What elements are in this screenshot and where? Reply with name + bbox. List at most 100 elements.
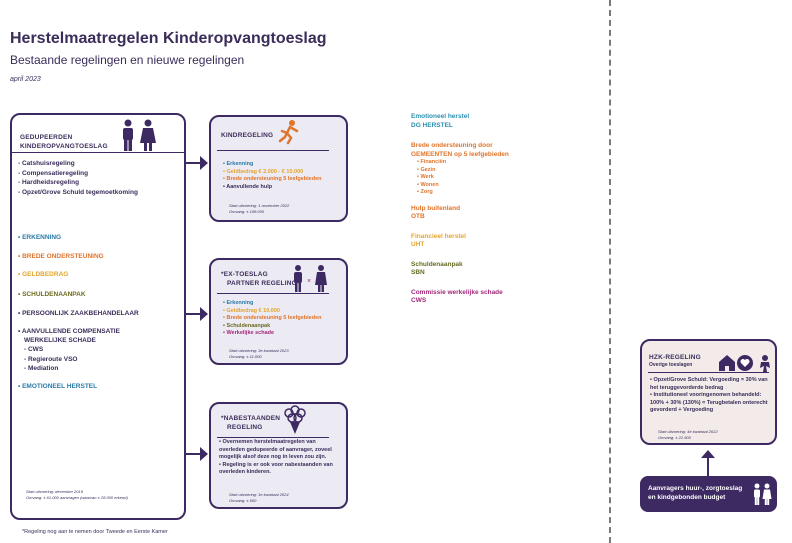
hzk-divider bbox=[648, 372, 769, 373]
category-schuld-label: SCHULDENAANPAK bbox=[22, 291, 86, 298]
kindregeling-title: KINDREGELING bbox=[221, 132, 274, 139]
list-item: Brede ondersteuning 5 leefgebieden bbox=[223, 315, 321, 323]
ex-toeslag-list: Erkenning Geldbedrag € 10.000 Brede onde… bbox=[223, 300, 322, 338]
category-aanvullend: • AANVULLENDE COMPENSATIE WERKELIJKE SCH… bbox=[18, 327, 120, 374]
list-item: Werkelijke schade bbox=[223, 330, 322, 338]
heart-icon bbox=[737, 355, 753, 371]
kindregeling-box: KINDREGELING Erkenning Geldbedrag € 2.00… bbox=[209, 115, 348, 222]
nabestaanden-list: Overnemen herstelmaatregelen van overled… bbox=[219, 439, 339, 477]
ex-toeslag-box: *EX-TOESLAG PARTNER REGELING × Erkenning… bbox=[209, 258, 348, 365]
hzk-icons bbox=[719, 355, 770, 372]
gedupeerden-title-line1: GEDUPEERDEN bbox=[20, 134, 73, 141]
list-item: Opzet/Grove Schuld tegemoetkoming bbox=[18, 188, 138, 198]
gedupeerden-title-line2: KINDEROPVANGTOESLAG bbox=[20, 143, 108, 150]
category-brede: • BREDE ONDERSTEUNING bbox=[18, 253, 104, 260]
category-erkenning: • ERKENNING bbox=[18, 234, 62, 241]
nabestaanden-title-line2: REGELING bbox=[227, 424, 263, 431]
category-emotioneel: • EMOTIONEEL HERSTEL bbox=[18, 383, 98, 390]
category-persoonlijk-label: PERSOONLIJK ZAAKBEHANDELAAR bbox=[22, 310, 139, 317]
hzk-list: Opzet/Grove Schuld: Vergoeding = 30% van… bbox=[650, 377, 772, 415]
category-brede-label: BREDE ONDERSTEUNING bbox=[22, 253, 104, 260]
kindregeling-divider bbox=[217, 150, 329, 151]
right-arrow-icon bbox=[186, 447, 208, 461]
list-item: Geldbedrag € 2.000 - € 10.000 bbox=[223, 169, 322, 177]
list-item: Regeling is er ook voor nabestaanden van… bbox=[219, 462, 339, 477]
aanvragers-line2: en kindgebonden budget bbox=[648, 494, 726, 501]
house-icon bbox=[719, 355, 735, 371]
leefgebieden-list: Financiën Gezin Werk Wonen Zorg bbox=[411, 159, 509, 197]
category-aanvullend-line1: AANVULLENDE COMPENSATIE bbox=[21, 328, 120, 335]
ex-toeslag-footer: Start uitvoering: 3e kwartaal 2023 Omvan… bbox=[229, 348, 289, 360]
category-geld: • GELDBEDRAG bbox=[18, 271, 69, 278]
page-subtitle: Bestaande regelingen en nieuwe regelinge… bbox=[10, 53, 245, 67]
flower-bouquet-icon bbox=[284, 405, 306, 434]
hzk-box: HZK-REGELING Overige toeslagen Opzet/Gro… bbox=[640, 339, 777, 445]
running-child-icon bbox=[278, 120, 299, 145]
list-item: CWS bbox=[24, 345, 120, 355]
nabestaanden-footer-omvang: Omvang: ± 600 bbox=[229, 498, 257, 503]
category-erkenning-label: ERKENNING bbox=[22, 234, 62, 241]
person-pair-icon bbox=[754, 483, 772, 505]
kindregeling-list: Erkenning Geldbedrag € 2.000 - € 10.000 … bbox=[223, 161, 322, 191]
page-date: april 2023 bbox=[10, 76, 41, 83]
list-item: Schuldenaanpak bbox=[223, 323, 322, 331]
list-item: Opzet/Grove Schuld: Vergoeding = 30% van… bbox=[650, 377, 772, 392]
gedupeerden-box: GEDUPEERDEN KINDEROPVANGTOESLAG Catshuis… bbox=[10, 113, 186, 520]
svg-text:×: × bbox=[307, 278, 311, 285]
list-item: Werk bbox=[417, 174, 509, 182]
gedupeerden-footer-omvang: Omvang: ± 61.000 aanvragen (waarvan ± 28… bbox=[26, 495, 128, 500]
page-title: Herstelmaatregelen Kinderopvangtoeslag bbox=[10, 30, 327, 47]
category-aanvullend-line2: WERKELIJKE SCHADE bbox=[24, 337, 96, 344]
gedupeerden-list: Catshuisregeling Compensatieregeling Har… bbox=[18, 159, 138, 197]
nabestaanden-divider bbox=[217, 437, 329, 438]
list-item: Hardheidsregeling bbox=[18, 178, 138, 188]
person-pair-icon bbox=[123, 119, 156, 151]
kindregeling-footer: Start uitvoering: 1 november 2022 Omvang… bbox=[229, 203, 289, 215]
org-brede-line1: Brede ondersteuning door bbox=[411, 142, 493, 149]
baby-icon bbox=[760, 355, 770, 372]
list-item: Wonen bbox=[417, 182, 509, 190]
nabestaanden-title-line1: *NABESTAANDEN bbox=[221, 415, 281, 422]
list-item: Institutioneel vooringenomen behandeld: … bbox=[650, 392, 772, 415]
list-item: Geldbedrag € 10.000 bbox=[223, 308, 322, 316]
aanvragers-line1: Aanvragers huur-, zorgtoeslag bbox=[648, 485, 743, 492]
kindregeling-footer-start: Start uitvoering: 1 november 2022 bbox=[229, 203, 290, 208]
org-financieel-name: Financieel herstel bbox=[411, 232, 466, 240]
list-item: Catshuisregeling bbox=[18, 159, 138, 169]
gedupeerden-title: GEDUPEERDEN KINDEROPVANGTOESLAG bbox=[20, 133, 108, 151]
list-item: Zorg bbox=[417, 189, 509, 197]
list-item: Gezin bbox=[417, 167, 509, 175]
ex-toeslag-divider bbox=[217, 293, 329, 294]
hzk-subtitle: Overige toeslagen bbox=[649, 362, 693, 368]
section-divider bbox=[609, 0, 611, 543]
ex-toeslag-title: *EX-TOESLAG PARTNER REGELING bbox=[221, 270, 297, 288]
gedupeerden-footer: Start uitvoering: december 2019 Omvang: … bbox=[26, 489, 128, 501]
up-arrow-icon bbox=[701, 450, 715, 476]
org-emotioneel-name: Emotioneel herstel bbox=[411, 113, 470, 120]
nabestaanden-title: *NABESTAANDEN REGELING bbox=[221, 414, 280, 432]
org-brede-line2: GEMEENTEN op 5 leefgebieden bbox=[411, 150, 509, 158]
org-hulp-name: Hulp buitenland bbox=[411, 204, 461, 212]
hzk-footer-omvang: Omvang: ± 22.500 bbox=[658, 435, 691, 440]
list-item: Regieroute VSO bbox=[24, 355, 120, 365]
org-financieel-code: UHT bbox=[411, 241, 425, 248]
category-schuld: • SCHULDENAANPAK bbox=[18, 291, 86, 298]
org-cws-code: CWS bbox=[411, 297, 427, 304]
ex-toeslag-footer-start: Start uitvoering: 3e kwartaal 2023 bbox=[229, 348, 289, 353]
ex-toeslag-title-line2: PARTNER REGELING bbox=[227, 280, 297, 287]
org-emotioneel-code: DG HERSTEL bbox=[411, 121, 453, 129]
gedupeerden-divider bbox=[12, 152, 184, 153]
right-arrow-icon bbox=[186, 156, 208, 170]
hzk-footer: Start uitvoering: 4e kwartaal 2022 Omvan… bbox=[658, 429, 718, 441]
right-arrow-icon bbox=[186, 307, 208, 321]
hzk-footer-start: Start uitvoering: 4e kwartaal 2022 bbox=[658, 429, 718, 434]
kindregeling-footer-omvang: Omvang: ± 108.000 bbox=[229, 209, 265, 214]
nabestaanden-footer: Start uitvoering: 1e kwartaal 2024 Omvan… bbox=[229, 492, 289, 504]
list-item: Financiën bbox=[417, 159, 509, 167]
org-schuld-code: SBN bbox=[411, 269, 425, 276]
aanvragers-box: Aanvragers huur-, zorgtoeslag en kindgeb… bbox=[640, 476, 777, 512]
list-item: Compensatieregeling bbox=[18, 169, 138, 179]
org-hulp-code: OTB bbox=[411, 213, 425, 220]
nabestaanden-box: *NABESTAANDEN REGELING Overnemen herstel… bbox=[209, 402, 348, 509]
footnote: *Regeling nog aan te nemen door Tweede e… bbox=[22, 529, 168, 535]
